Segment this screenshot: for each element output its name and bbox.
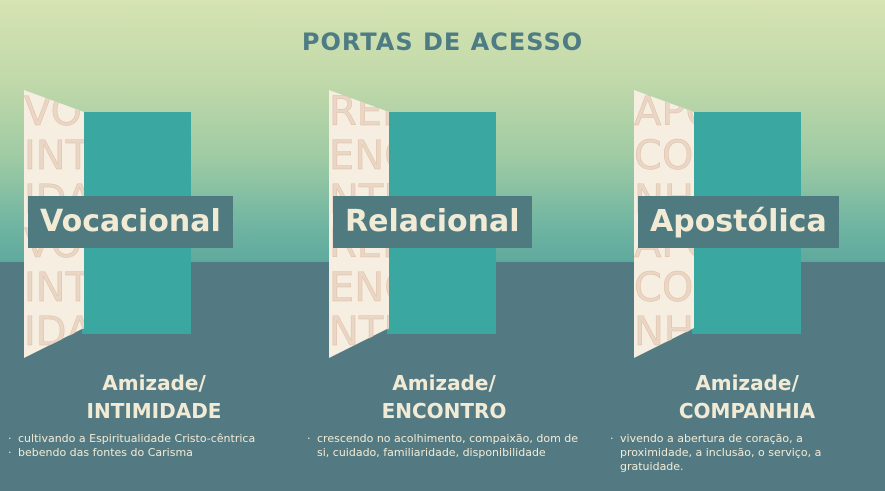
door-relacional: REL ENCO NTRO REL ENCO NTRO Relacional A…	[307, 0, 589, 491]
list-item: crescendo no acolhimento, compaixão, dom…	[305, 432, 580, 460]
door-label: Vocacional	[28, 196, 233, 248]
door-heading: Amizade/ ENCONTRO	[381, 371, 507, 423]
door-bullets: cultivando a Espiritualidade Cristo-cênt…	[6, 432, 256, 460]
door-label: Relacional	[333, 196, 532, 248]
list-item: vivendo a abertura de coração, a proximi…	[608, 432, 873, 474]
door-heading: Amizade/ COMPANHIA	[678, 371, 816, 423]
door-label: Apostólica	[638, 196, 839, 248]
door-vocacional: VOCA INTIM IDADE VOCA INTIM IDADE Vocaci…	[8, 0, 284, 491]
list-item: bebendo das fontes do Carisma	[6, 446, 256, 460]
page-title: PORTAS DE ACESSO	[301, 28, 584, 56]
door-bullets: crescendo no acolhimento, compaixão, dom…	[305, 432, 580, 460]
door-heading: Amizade/ INTIMIDADE	[86, 371, 222, 423]
door-apostolica: APO COMPA NHIA APO COMPA NHIA Apostólica…	[610, 0, 885, 491]
list-item: cultivando a Espiritualidade Cristo-cênt…	[6, 432, 256, 446]
door-bullets: vivendo a abertura de coração, a proximi…	[608, 432, 873, 474]
